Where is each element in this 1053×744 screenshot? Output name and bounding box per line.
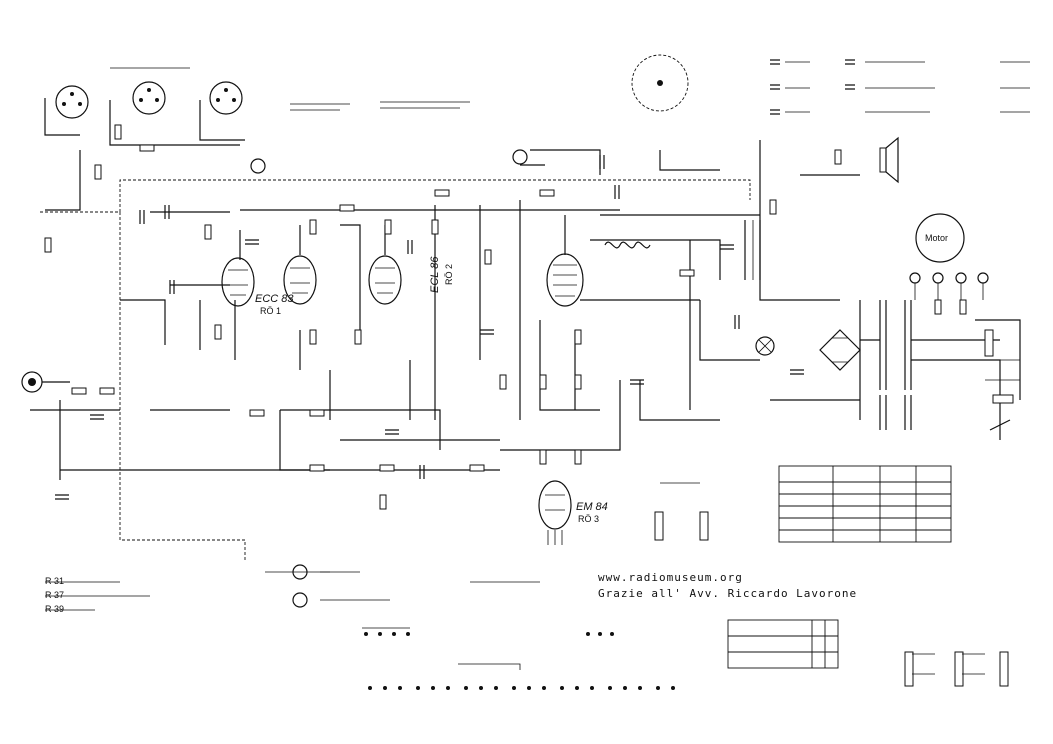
contact-row-2 [368,663,675,690]
tube-label-em84: EM 84 [576,501,608,513]
input-socket-group [44,81,245,211]
watermark-credit: Grazie all' Avv. Riccardo Lavorone [598,587,857,600]
tube-ref-ro2: RÖ 2 [444,264,454,285]
output-transformer [604,220,761,280]
watermark-url: www.radiomuseum.org [598,571,743,584]
component-resistors [44,124,967,510]
component-capacitors [55,59,855,500]
note-r39: R 39 [45,604,64,614]
slide-switch-diagrams [654,511,1009,687]
pilot-lamp-icon [755,336,775,356]
tube-ref-ro1: RÖ 1 [260,306,281,316]
contact-row-1 [362,627,614,636]
component-annotations [45,61,1030,611]
tube-ecl86-triode [368,255,402,305]
magic-eye-socket [631,54,689,112]
tube-ecc83-b [283,255,317,305]
pickup-input-icon [21,371,70,393]
tube-ecl86-pentode [546,253,584,307]
power-transformer [860,300,1001,440]
tube-label-ecc83: ECC 83 [255,293,294,305]
tube-ecc83-a [221,257,255,307]
signal-wiring [30,140,861,560]
tube-label-ecl86: ECL 86 [429,256,441,293]
note-r37: R 37 [45,590,64,600]
motor-icon [915,213,965,263]
tube-em84 [538,480,572,545]
note-r31: R 31 [45,576,64,586]
tube-ref-ro3: RÖ 3 [578,514,599,524]
mains-switch-block [975,319,1021,431]
motor-label: Motor [925,233,948,243]
motor-taps [909,272,989,300]
switch-table [727,619,839,669]
motor-tap-table [778,465,952,543]
bridge-rectifier-icon [819,329,861,371]
speaker-icon [879,136,899,184]
switch-marker-k [250,149,528,608]
